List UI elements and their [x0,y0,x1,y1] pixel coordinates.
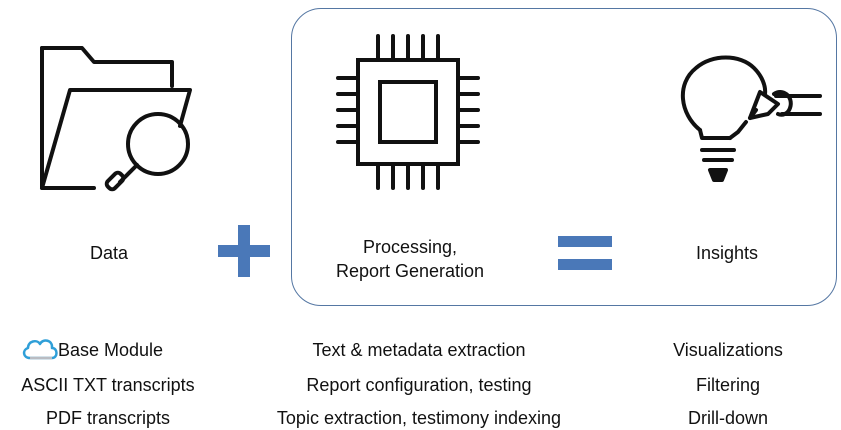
processing-label-line1: Processing, [362,237,458,257]
plus-operator [218,225,270,277]
list-item: Visualizations [673,340,783,360]
folder-search-icon [40,46,192,192]
insights-label: Insights [695,243,759,263]
list-item: Text & metadata extraction [312,340,526,360]
list-item: ASCII TXT transcripts [21,375,195,395]
cpu-chip-icon [336,34,480,190]
data-label: Data [89,243,129,263]
list-item: Base Module [58,340,164,360]
list-item: Topic extraction, testimony indexing [276,408,562,428]
lightbulb-pen-icon [681,55,822,182]
processing-insights-frame [291,8,837,306]
list-item: Filtering [695,375,761,395]
equals-operator [558,236,612,270]
list-item: Report configuration, testing [306,375,532,395]
list-item: Drill-down [687,408,768,428]
cloud-icon [22,339,58,360]
list-item: PDF transcripts [45,408,171,428]
processing-label-line2: Report Generation [335,261,485,281]
